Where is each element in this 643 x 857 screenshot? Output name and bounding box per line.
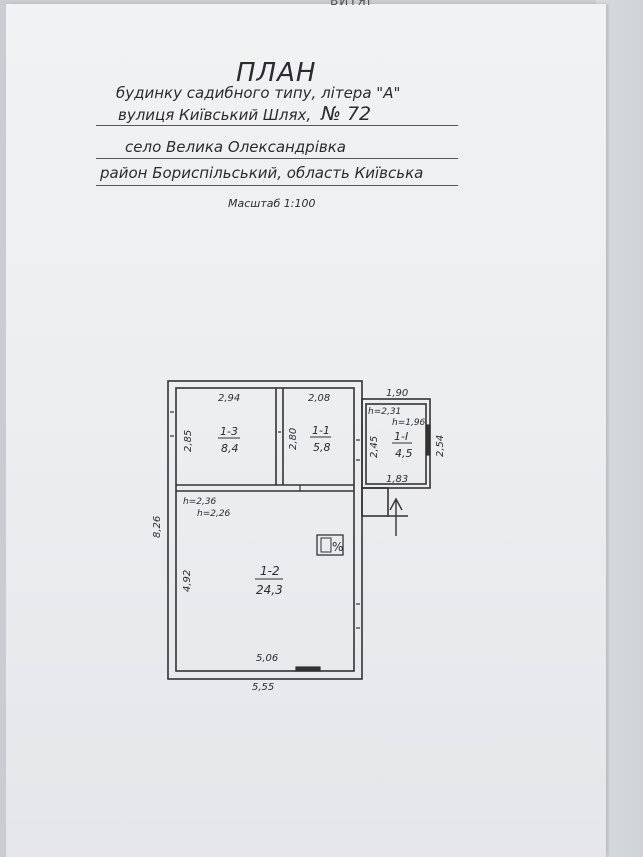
annex-area: 4,5 bbox=[395, 447, 413, 460]
street-name: вулиця Київський Шлях, bbox=[118, 106, 312, 124]
room-1-3-area: 8,4 bbox=[221, 442, 239, 455]
room-1-2-height-1: h=2,36 bbox=[183, 497, 217, 507]
district-region: район Бориспільський, область Київська bbox=[100, 164, 424, 182]
room-1-3-depth: 2,85 bbox=[183, 430, 194, 452]
annex-width: 1,90 bbox=[386, 388, 408, 399]
room-1-2-width: 5,06 bbox=[256, 653, 278, 664]
entrance-arrow-icon bbox=[389, 497, 403, 536]
underline-2 bbox=[96, 158, 458, 159]
annex-bottom-width: 1,83 bbox=[386, 474, 408, 485]
scale-label: Масштаб 1:100 bbox=[228, 197, 316, 210]
openings bbox=[170, 411, 431, 672]
annex-id: 1-I bbox=[394, 430, 408, 443]
annex-outer-depth: 2,54 bbox=[435, 435, 446, 457]
room-1-1-id: 1-1 bbox=[312, 424, 330, 437]
room-1-2-id: 1-2 bbox=[260, 564, 280, 578]
document-page bbox=[6, 4, 606, 857]
room-1-2-height-2: h=2,26 bbox=[197, 509, 231, 519]
room-1-1-area: 5,8 bbox=[313, 441, 331, 454]
underline-3 bbox=[96, 185, 458, 186]
annex-depth: 2,45 bbox=[369, 436, 380, 458]
room-1-2-area: 24,3 bbox=[256, 583, 283, 597]
outer-width: 5,55 bbox=[252, 682, 274, 693]
annex-room-height: h=1,96 bbox=[392, 418, 426, 428]
room-1-1-depth: 2,80 bbox=[288, 428, 299, 450]
village-name: село Велика Олександрівка bbox=[125, 138, 346, 156]
walls bbox=[167, 380, 431, 680]
house-number: № 72 bbox=[321, 103, 372, 125]
underline-1 bbox=[96, 125, 458, 126]
street-address: вулиця Київський Шлях, № 72 bbox=[118, 103, 371, 125]
building-description: будинку садибного типу, літера "А" bbox=[116, 84, 401, 102]
room-1-3-id: 1-3 bbox=[220, 425, 238, 438]
header-cut-text: ВИТЯГ bbox=[330, 0, 376, 8]
plan-title: ПЛАН bbox=[236, 58, 317, 88]
stove-symbol: % bbox=[332, 540, 343, 554]
room-1-1-width: 2,08 bbox=[308, 393, 330, 404]
annex-height: h=2,31 bbox=[368, 407, 401, 417]
stove-icon: % bbox=[316, 534, 344, 556]
room-1-2-depth: 4,92 bbox=[182, 570, 193, 592]
room-1-3-width: 2,94 bbox=[218, 393, 240, 404]
outer-depth: 8,26 bbox=[152, 516, 163, 538]
